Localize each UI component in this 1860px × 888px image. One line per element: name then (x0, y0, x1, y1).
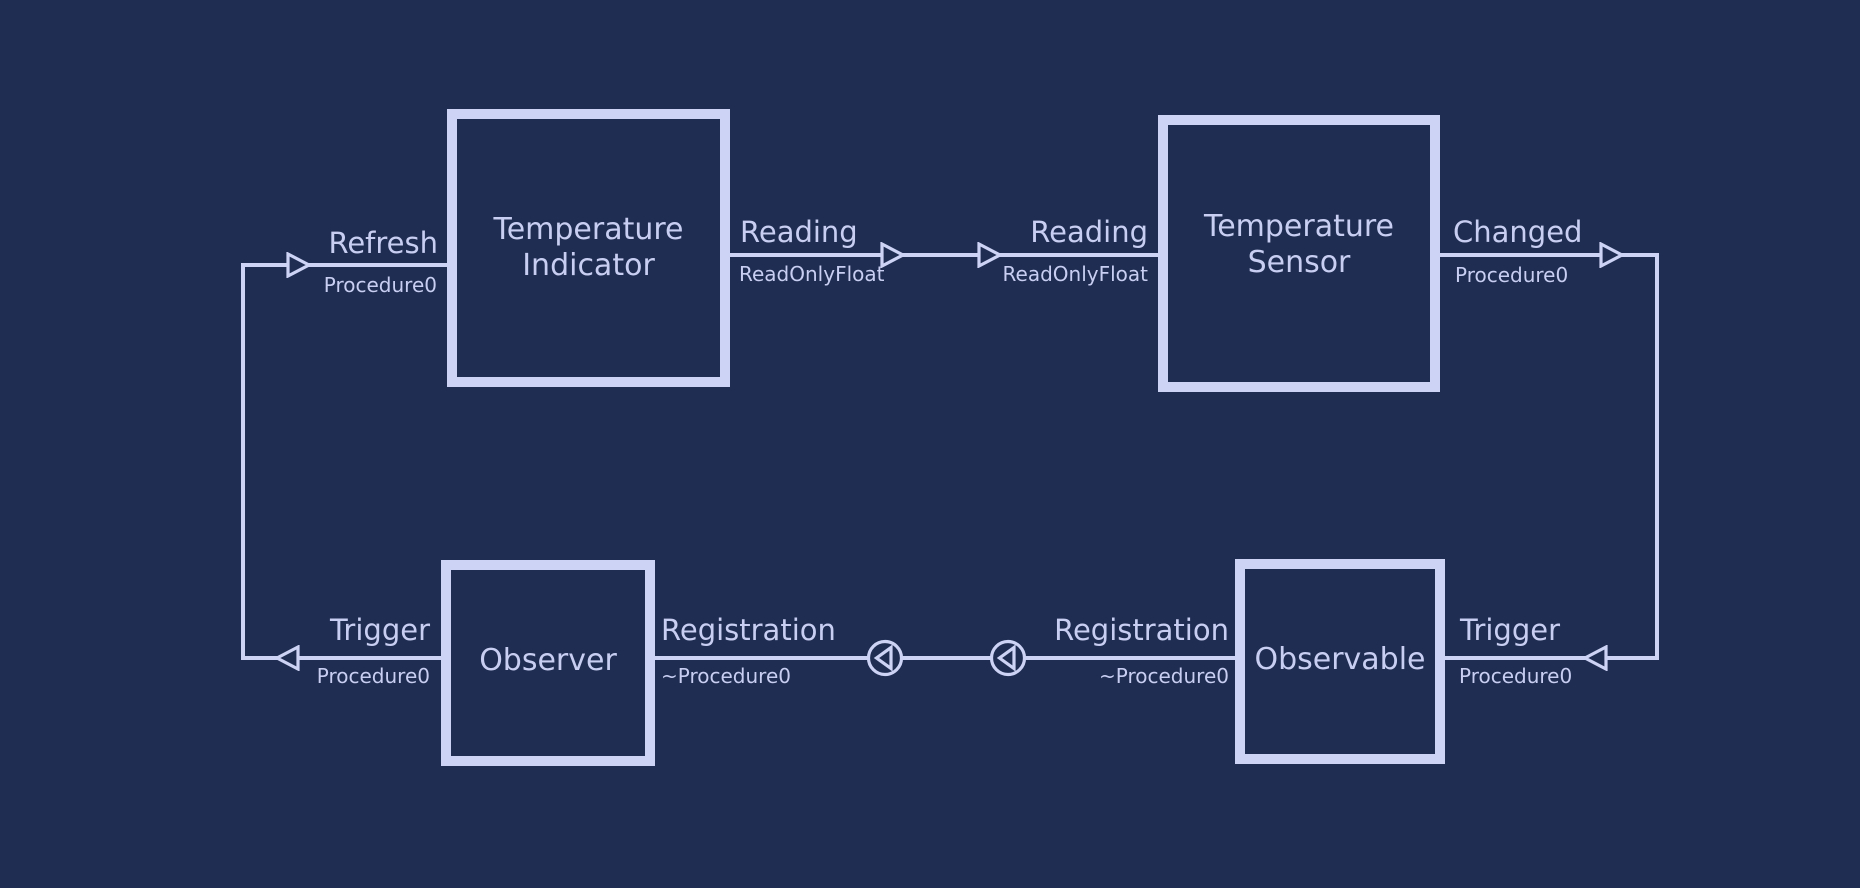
connector-circle-2-icon[interactable] (988, 638, 1028, 678)
wire-refresh[interactable] (243, 263, 447, 267)
port-refresh-name: Refresh (328, 226, 438, 260)
wire-trigger-left[interactable] (243, 656, 441, 660)
wire-registration[interactable] (652, 656, 1235, 660)
wire-left-feedback[interactable] (241, 263, 245, 660)
port-trigger-right-type: Procedure0 (1459, 664, 1573, 688)
port-registration-left-type: ~Procedure0 (661, 664, 791, 688)
arrowhead-changed-icon[interactable] (1598, 242, 1624, 268)
port-registration-right-type: ~Procedure0 (1099, 664, 1229, 688)
arrowhead-refresh-icon[interactable] (285, 252, 311, 278)
component-title: Observable (1254, 641, 1426, 677)
wire-reading[interactable] (730, 253, 1158, 257)
port-reading-in-type: ReadOnlyFloat (1002, 262, 1148, 286)
arrowhead-trigger-right-icon[interactable] (1583, 645, 1609, 671)
arrowhead-reading-2-icon[interactable] (976, 242, 1002, 268)
component-temperature-indicator[interactable]: Temperature Indicator (447, 109, 730, 387)
component-observer[interactable]: Observer (441, 560, 655, 766)
port-registration-left-name: Registration (661, 613, 836, 647)
connector-circle-1-icon[interactable] (865, 638, 905, 678)
port-reading-in-name: Reading (1030, 215, 1148, 249)
arrowhead-reading-1-icon[interactable] (879, 242, 905, 268)
port-registration-right-name: Registration (1054, 613, 1229, 647)
port-changed-type: Procedure0 (1455, 263, 1569, 287)
port-reading-out-type: ReadOnlyFloat (739, 262, 885, 286)
port-changed-name: Changed (1453, 215, 1583, 249)
arrowhead-trigger-left-icon[interactable] (275, 645, 301, 671)
port-reading-out-name: Reading (740, 215, 858, 249)
port-trigger-right-name: Trigger (1460, 613, 1561, 647)
component-title: Temperature Indicator (493, 212, 684, 283)
port-trigger-left-type: Procedure0 (316, 664, 430, 688)
component-temperature-sensor[interactable]: Temperature Sensor (1158, 115, 1440, 392)
port-trigger-left-name: Trigger (329, 613, 430, 647)
component-title: Observer (479, 643, 617, 678)
component-observable[interactable]: Observable (1235, 559, 1445, 764)
wire-right-feedback[interactable] (1655, 253, 1659, 660)
port-refresh-type: Procedure0 (323, 273, 437, 297)
wire-changed[interactable] (1440, 253, 1657, 257)
wire-trigger-right[interactable] (1445, 656, 1657, 660)
component-title: Temperature Sensor (1203, 208, 1395, 280)
